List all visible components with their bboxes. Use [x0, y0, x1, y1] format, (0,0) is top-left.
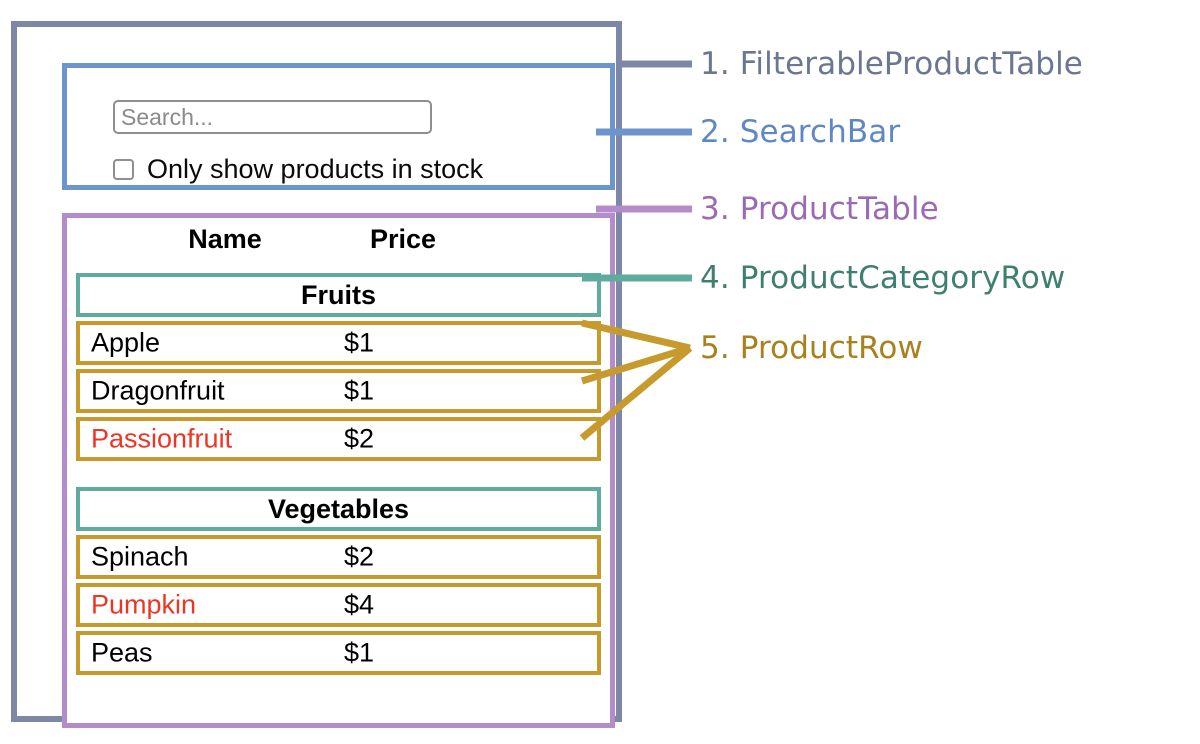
product-category-row: Fruits: [76, 273, 601, 317]
product-row: Dragonfruit $1: [76, 369, 601, 413]
in-stock-checkbox-label: Only show products in stock: [147, 154, 484, 184]
legend-label-text: ProductTable: [739, 191, 939, 227]
legend-item-search-bar: 2. SearchBar: [700, 117, 900, 148]
product-name: Apple: [91, 327, 161, 358]
product-name: Passionfruit: [91, 423, 233, 454]
column-header-price: Price: [369, 224, 437, 254]
product-price: $2: [344, 423, 375, 454]
legend-number: 4.: [700, 260, 730, 296]
product-name: Spinach: [91, 541, 189, 572]
legend-number: 3.: [700, 191, 730, 227]
legend-item-product-row: 5. ProductRow: [700, 333, 923, 364]
product-price: $1: [344, 327, 375, 358]
product-category-row: Vegetables: [76, 487, 601, 531]
product-price: $4: [344, 589, 375, 620]
product-row: Peas $1: [76, 631, 601, 675]
search-bar-frame: Search... Only show products in stock: [62, 63, 615, 190]
column-header-name: Name: [188, 224, 262, 254]
product-price: $1: [344, 637, 375, 668]
legend-label-text: FilterableProductTable: [739, 46, 1083, 82]
category-label: Fruits: [300, 279, 376, 310]
legend-item-filterable-product-table: 1. FilterableProductTable: [700, 49, 1083, 80]
product-row: Passionfruit $2: [76, 417, 601, 461]
product-row: Pumpkin $4: [76, 583, 601, 627]
legend-label-text: ProductRow: [739, 330, 923, 366]
product-name: Dragonfruit: [91, 375, 225, 406]
legend-number: 2.: [700, 114, 730, 150]
product-name: Peas: [91, 637, 153, 668]
legend-item-product-category-row: 4. ProductCategoryRow: [700, 263, 1065, 294]
in-stock-filter-row[interactable]: Only show products in stock: [113, 156, 483, 183]
product-row: Apple $1: [76, 321, 601, 365]
filterable-product-table-frame: Search... Only show products in stock Na…: [11, 21, 622, 728]
legend-number: 5.: [700, 330, 730, 366]
legend-label-text: ProductCategoryRow: [739, 260, 1066, 296]
legend-label-text: SearchBar: [739, 114, 901, 150]
product-name: Pumpkin: [91, 589, 197, 620]
category-label: Vegetables: [267, 493, 410, 524]
product-row: Spinach $2: [76, 535, 601, 579]
search-input[interactable]: Search...: [113, 100, 432, 134]
product-table-frame: Name Price Fruits Apple $1 Dragonfruit $…: [62, 213, 615, 728]
product-price: $2: [344, 541, 375, 572]
product-table-header: Name Price: [67, 226, 610, 268]
product-table-body: Fruits Apple $1 Dragonfruit $1 Passionfr…: [76, 273, 601, 679]
legend-item-product-table: 3. ProductTable: [700, 194, 939, 225]
product-price: $1: [344, 375, 375, 406]
checkbox-icon[interactable]: [113, 159, 134, 180]
legend-number: 1.: [700, 46, 730, 82]
